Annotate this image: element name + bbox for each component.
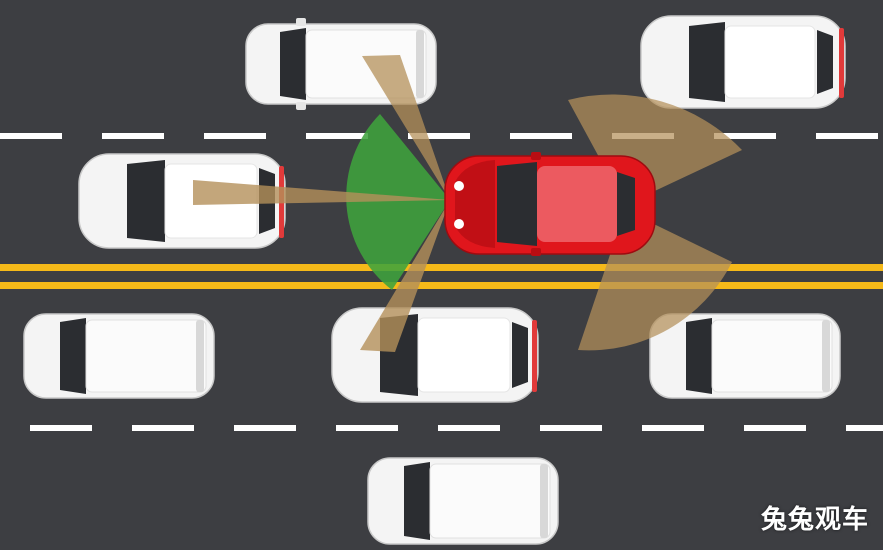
- sensor-zones: [193, 55, 742, 352]
- rear-left-beam: [362, 55, 450, 200]
- center-line-bottom: [0, 282, 883, 289]
- lane-markings: [0, 133, 883, 431]
- center-line-top: [0, 264, 883, 271]
- front-sensor-zone: [346, 114, 450, 290]
- lower-left-beam: [360, 200, 450, 352]
- lower-lane-car-left: [23, 313, 215, 399]
- top-lane-car-right: [640, 15, 846, 109]
- surrounding-vehicles: [23, 15, 846, 545]
- same-lane-car-behind: [78, 153, 286, 249]
- watermark-text: 兔兔观车: [760, 505, 869, 535]
- top-lane-car-left: [245, 18, 437, 110]
- bottom-lane-car: [367, 457, 559, 545]
- lower-lane-car-middle: [331, 307, 539, 403]
- lower-lane-car-right: [649, 313, 841, 399]
- side-beam: [193, 180, 450, 205]
- red-ego-car: [444, 152, 656, 256]
